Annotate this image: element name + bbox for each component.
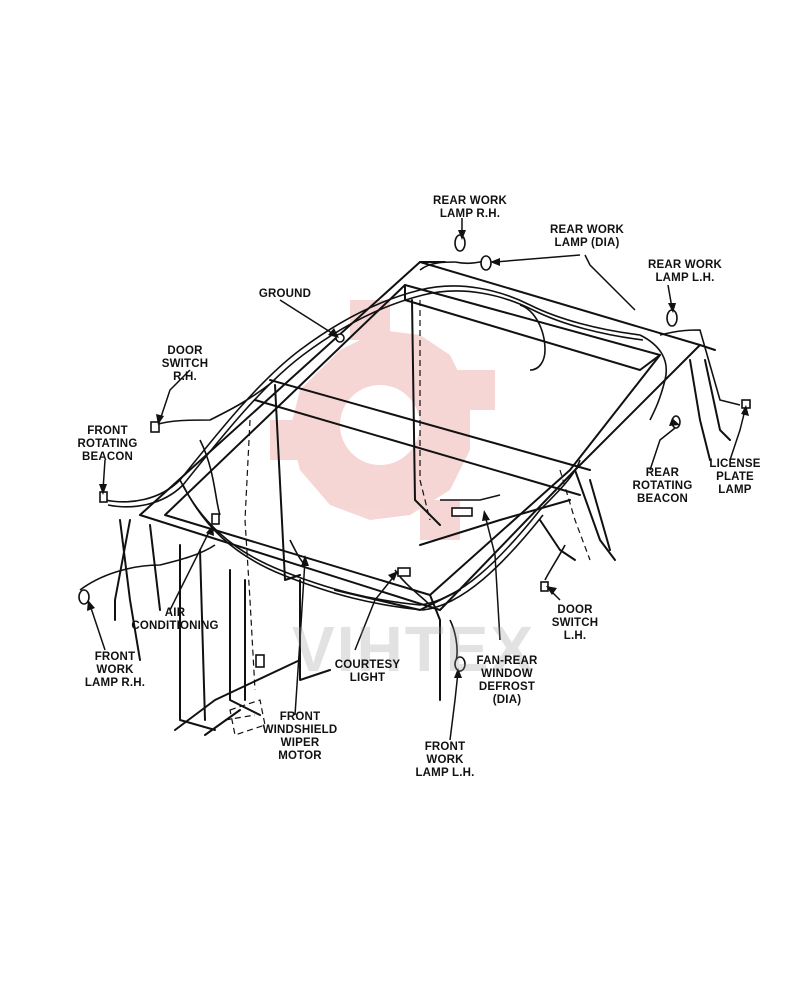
fan-defrost-icon bbox=[451, 507, 473, 517]
roof-frame-front-rail bbox=[139, 514, 441, 611]
label-line: WIPER bbox=[280, 737, 320, 749]
label-line: PLATE bbox=[716, 471, 754, 483]
label-line: CONDITIONING bbox=[131, 620, 219, 632]
label-line: WINDOW bbox=[481, 668, 533, 680]
label-line: GROUND bbox=[258, 288, 312, 300]
rear-pillar-right bbox=[689, 359, 731, 461]
wiper-motor-icon bbox=[255, 654, 265, 668]
label-line: FRONT bbox=[94, 651, 136, 663]
front-pillar-left bbox=[119, 519, 161, 661]
label-line: REAR bbox=[645, 467, 680, 479]
label-line: WORK bbox=[96, 664, 134, 676]
label-line: DEFROST bbox=[478, 681, 536, 693]
label-line: SWITCH bbox=[161, 358, 209, 370]
label-line: WINDSHIELD bbox=[262, 724, 338, 736]
label-line: L.H. bbox=[563, 630, 587, 642]
rear-work-lamp-lh-icon bbox=[666, 309, 678, 327]
label-line: R.H. bbox=[173, 371, 197, 383]
label-line: (DIA) bbox=[492, 694, 522, 706]
label-line: LIGHT bbox=[349, 672, 386, 684]
leader-lines bbox=[89, 218, 746, 741]
label-line: MOTOR bbox=[278, 750, 322, 762]
label-line: LAMP L.H. bbox=[655, 272, 715, 284]
label-line: FRONT bbox=[424, 741, 466, 753]
label-line: LAMP R.H. bbox=[84, 677, 146, 689]
label-line: FRONT bbox=[279, 711, 321, 723]
label-line: COURTESY bbox=[334, 659, 401, 671]
leader-arrowheads bbox=[87, 230, 749, 678]
rear-work-lamp-dia-icon bbox=[480, 255, 492, 271]
label-line: FRONT bbox=[87, 425, 128, 437]
courtesy-light-icon bbox=[397, 567, 411, 577]
label-line: LAMP (DIA) bbox=[554, 237, 620, 249]
label-line: ROTATING bbox=[632, 480, 693, 492]
label-line: FAN-REAR bbox=[476, 655, 538, 667]
label-line: BEACON bbox=[81, 451, 134, 463]
roof-cross-member bbox=[254, 379, 591, 496]
label-line: SWITCH bbox=[551, 617, 599, 629]
label-line: LAMP R.H. bbox=[439, 208, 501, 220]
rear-work-lamp-rh-icon bbox=[454, 234, 466, 252]
label-line: LAMP L.H. bbox=[415, 767, 475, 779]
label-line: LICENSE bbox=[709, 458, 761, 470]
label-line: BEACON bbox=[636, 493, 689, 505]
door-switch-rh-icon bbox=[150, 421, 160, 433]
label-line: REAR WORK bbox=[648, 259, 722, 271]
label-line: DOOR bbox=[167, 345, 203, 357]
label-line: REAR WORK bbox=[433, 195, 507, 207]
front-work-lamp-lh-icon bbox=[454, 656, 466, 672]
label-ground: GROUND bbox=[245, 288, 325, 301]
watermark-text: VIHTEX bbox=[292, 613, 536, 685]
label-line: AIR bbox=[164, 607, 186, 619]
label-line: DOOR bbox=[557, 604, 593, 616]
air-conditioning-icon bbox=[211, 513, 220, 525]
watermark-gear-icon bbox=[270, 300, 495, 540]
label-line: WORK bbox=[426, 754, 464, 766]
label-line: REAR WORK bbox=[550, 224, 624, 236]
label-line: LAMP bbox=[718, 484, 752, 496]
label-line: ROTATING bbox=[77, 438, 138, 450]
front-work-lamp-rh-icon bbox=[78, 589, 90, 605]
